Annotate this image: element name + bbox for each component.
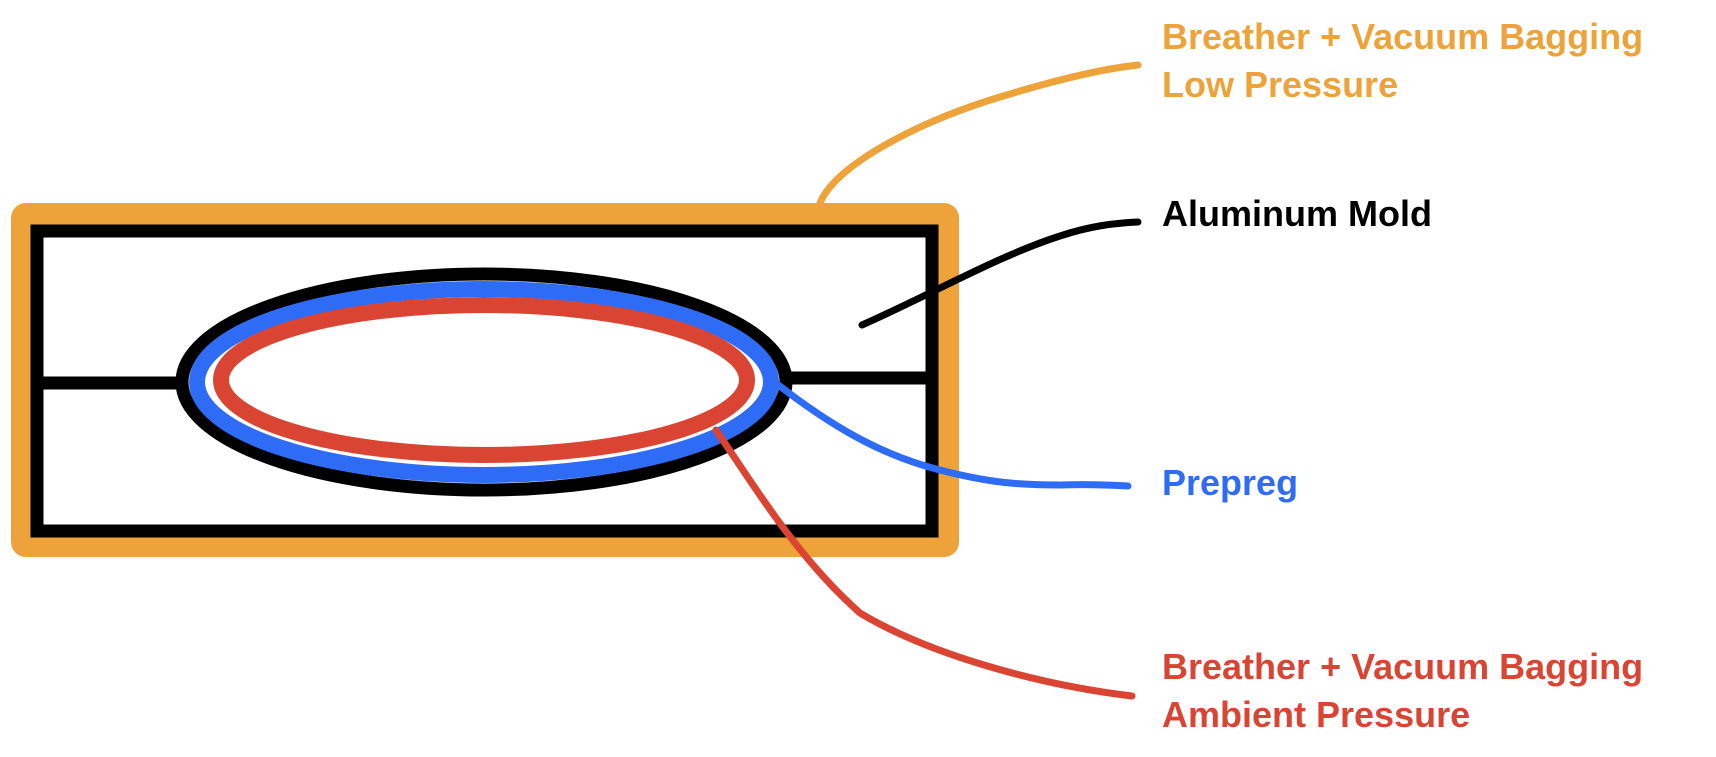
label-outer-vacuum-bag-line2: Low Pressure — [1162, 64, 1399, 105]
outer-vacuum-bag — [11, 203, 959, 557]
inner-vacuum-bag — [213, 297, 755, 463]
label-inner-vacuum-bag-line2: Ambient Pressure — [1162, 694, 1471, 735]
label-inner-vacuum-bag-line1: Breather + Vacuum Bagging — [1162, 646, 1644, 687]
leader-line-mold — [858, 218, 1142, 329]
leader-line-inner-bag — [712, 426, 1136, 700]
label-aluminum-mold: Aluminum Mold — [1162, 190, 1432, 238]
leader-line-prepreg — [773, 380, 1132, 490]
label-outer-vacuum-bag: Breather + Vacuum Bagging Low Pressure — [1162, 13, 1643, 109]
label-prepreg-text: Prepreg — [1162, 462, 1299, 503]
label-prepreg: Prepreg — [1162, 459, 1298, 507]
leader-line-outer-bag — [816, 61, 1142, 207]
label-outer-vacuum-bag-line1: Breather + Vacuum Bagging — [1162, 16, 1644, 57]
label-aluminum-mold-text: Aluminum Mold — [1162, 193, 1432, 234]
label-inner-vacuum-bag: Breather + Vacuum Bagging Ambient Pressu… — [1162, 643, 1643, 739]
